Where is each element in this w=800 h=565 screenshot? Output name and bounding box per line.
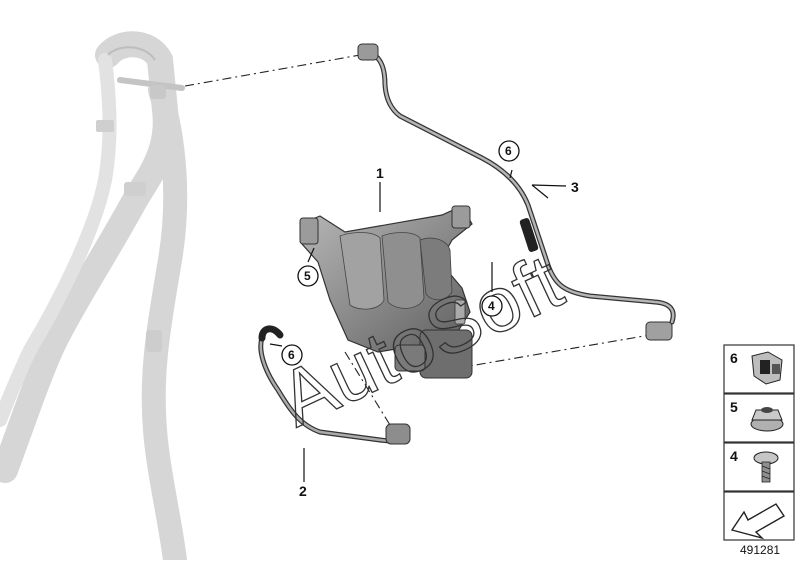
activated-charcoal-canister — [299, 205, 473, 379]
connection-lines — [184, 54, 651, 426]
label-part-6-top: 6 — [505, 144, 512, 158]
purge-pipe-2 — [258, 325, 411, 445]
ghost-filler-neck — [0, 31, 188, 565]
label-part-6-bottom: 6 — [288, 348, 295, 362]
label-part-2: 2 — [299, 483, 307, 499]
clip-icon — [751, 351, 783, 385]
part-labels: 1 2 3 4 5 6 6 — [281, 140, 579, 499]
label-part-3: 3 — [571, 179, 579, 195]
document-number: 491281 — [740, 543, 780, 557]
leader-lines — [269, 169, 567, 482]
nut-icon — [750, 407, 784, 432]
label-part-4: 4 — [488, 299, 495, 313]
vent-pipe-3 — [357, 43, 676, 341]
label-side-clip: 6 — [730, 350, 738, 366]
label-part-1: 1 — [376, 165, 384, 181]
bolt-icon — [753, 451, 779, 483]
label-side-bolt: 4 — [730, 448, 738, 464]
small-parts-panel: 6 5 4 — [723, 344, 795, 541]
direction-arrow-icon — [730, 503, 785, 540]
label-side-nut: 5 — [730, 399, 738, 415]
label-part-5: 5 — [304, 269, 311, 283]
